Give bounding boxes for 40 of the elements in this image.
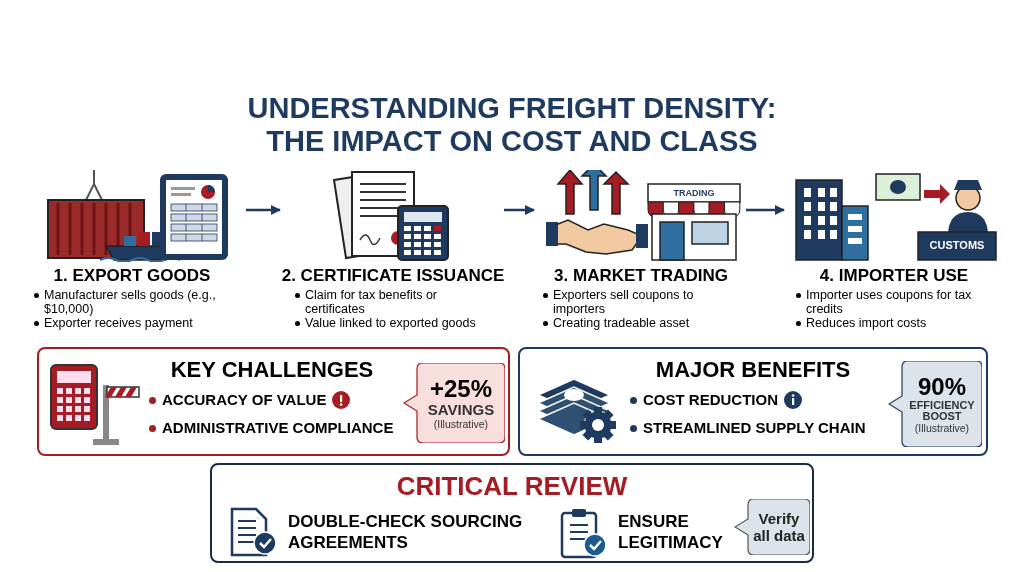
arrow [246, 205, 281, 215]
bullet-text: Exporters sell coupons to importers [553, 288, 695, 316]
bullet-text: Claim for tax benefits or certificates [305, 288, 438, 316]
bullet-text: Creating tradeable asset [553, 316, 690, 330]
arrow [504, 205, 535, 215]
bullet-text: Value linked to exported goods [305, 316, 476, 330]
review-item: DOUBLE-CHECK SOURCING AGREEMENTS [288, 511, 524, 553]
info-panel [37, 347, 510, 456]
callout-caption: SAVINGS [427, 401, 495, 418]
title: UNDERSTANDING FREIGHT DENSITY: THE IMPACT ON COST AND CLASS [246, 92, 778, 158]
challenge-item: STREAMLINED SUPPLY CHAIN [643, 419, 866, 437]
callout-bubble [734, 499, 810, 555]
callout-caption: EFFICIENCY BOOST [908, 399, 976, 422]
panel-heading: KEY CHALLENGES [170, 357, 374, 383]
arrow [746, 205, 785, 215]
callout-bubble [888, 361, 982, 447]
bullet-text: Reduces import costs [806, 316, 927, 330]
step-heading: 4. IMPORTER USE [819, 266, 969, 286]
step-heading: 3. MARKET TRADING [554, 266, 728, 286]
callout-bubble [403, 363, 505, 443]
challenge-item: COST REDUCTION [643, 391, 778, 409]
callout-text: Verify all data [752, 510, 806, 544]
bullet-text: Manufacturer sells goods (e.g., $10,000) [44, 288, 217, 316]
challenge-item: ACCURACY OF VALUE [162, 391, 327, 409]
review-panel [210, 463, 814, 563]
shop-sign-text: TRADING [672, 187, 716, 200]
callout-note: (Illustrative) [914, 421, 970, 435]
percentage-text: +25% [429, 375, 493, 402]
callout-note: (Illustrative) [433, 417, 489, 431]
step-heading: 1. EXPORT GOODS [53, 266, 211, 286]
customs-desk-sign: CUSTOMS [928, 238, 986, 253]
bullet-text: Exporter receives payment [44, 316, 193, 330]
challenge-item: ADMINISTRATIVE COMPLIANCE [162, 419, 394, 437]
percentage-text: 90% [917, 373, 966, 400]
review-item: ENSURE LEGITIMACY [618, 511, 724, 553]
info-panel [518, 347, 988, 456]
panel-heading: CRITICAL REVIEW [396, 471, 628, 501]
bullet-text: Importer uses coupons for tax credits [806, 288, 973, 316]
panel-heading: MAJOR BENEFITS [655, 357, 851, 383]
step-heading: 2. CERTIFICATE ISSUANCE [281, 266, 505, 286]
